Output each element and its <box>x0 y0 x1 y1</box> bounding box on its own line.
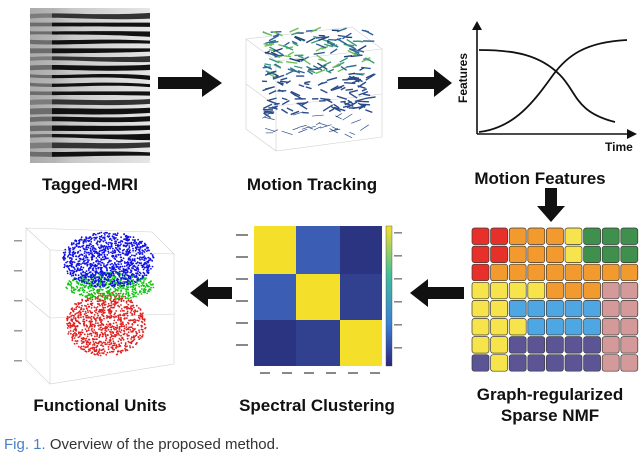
stage-label-motion-tracking: Motion Tracking <box>222 175 402 195</box>
features-axis-label: Features <box>456 53 470 103</box>
arrow-left-icon <box>188 278 232 308</box>
axis-arrow-icon <box>627 129 637 139</box>
figure-number: Fig. 1. <box>4 436 46 453</box>
stage-label-functional-units: Functional Units <box>10 396 190 416</box>
figure-caption: Fig. 1. Overview of the proposed method. <box>4 436 279 453</box>
cluster-block-1 <box>254 226 296 274</box>
motion-features-plot: Features Time <box>455 20 640 160</box>
functional-units-plot <box>6 214 190 394</box>
feature-curve-1 <box>479 50 615 122</box>
arrow-down-icon <box>536 188 566 224</box>
figure-caption-text: Overview of the proposed method. <box>50 436 279 453</box>
cluster-block-2 <box>296 274 340 320</box>
nmf-factor-grid <box>470 226 640 374</box>
stage-label-tagged-mri: Tagged-MRI <box>30 175 150 195</box>
stage-label-nmf-line2: Sparse NMF <box>460 406 640 426</box>
axis-arrow-icon <box>472 21 482 30</box>
colorbar <box>386 226 392 366</box>
time-axis-label: Time <box>605 140 633 154</box>
stage-label-spectral-clustering: Spectral Clustering <box>222 396 412 416</box>
motion-tracking-plot <box>232 5 392 165</box>
arrow-right-icon <box>158 68 224 98</box>
cluster-block-3 <box>340 320 382 366</box>
arrow-right-icon <box>398 68 454 98</box>
stage-label-motion-features: Motion Features <box>450 169 630 189</box>
spectral-clustering-matrix <box>230 220 408 380</box>
arrow-left-icon <box>408 278 464 308</box>
stage-label-nmf-line1: Graph-regularized <box>460 385 640 405</box>
tagged-mri-image <box>30 8 150 163</box>
